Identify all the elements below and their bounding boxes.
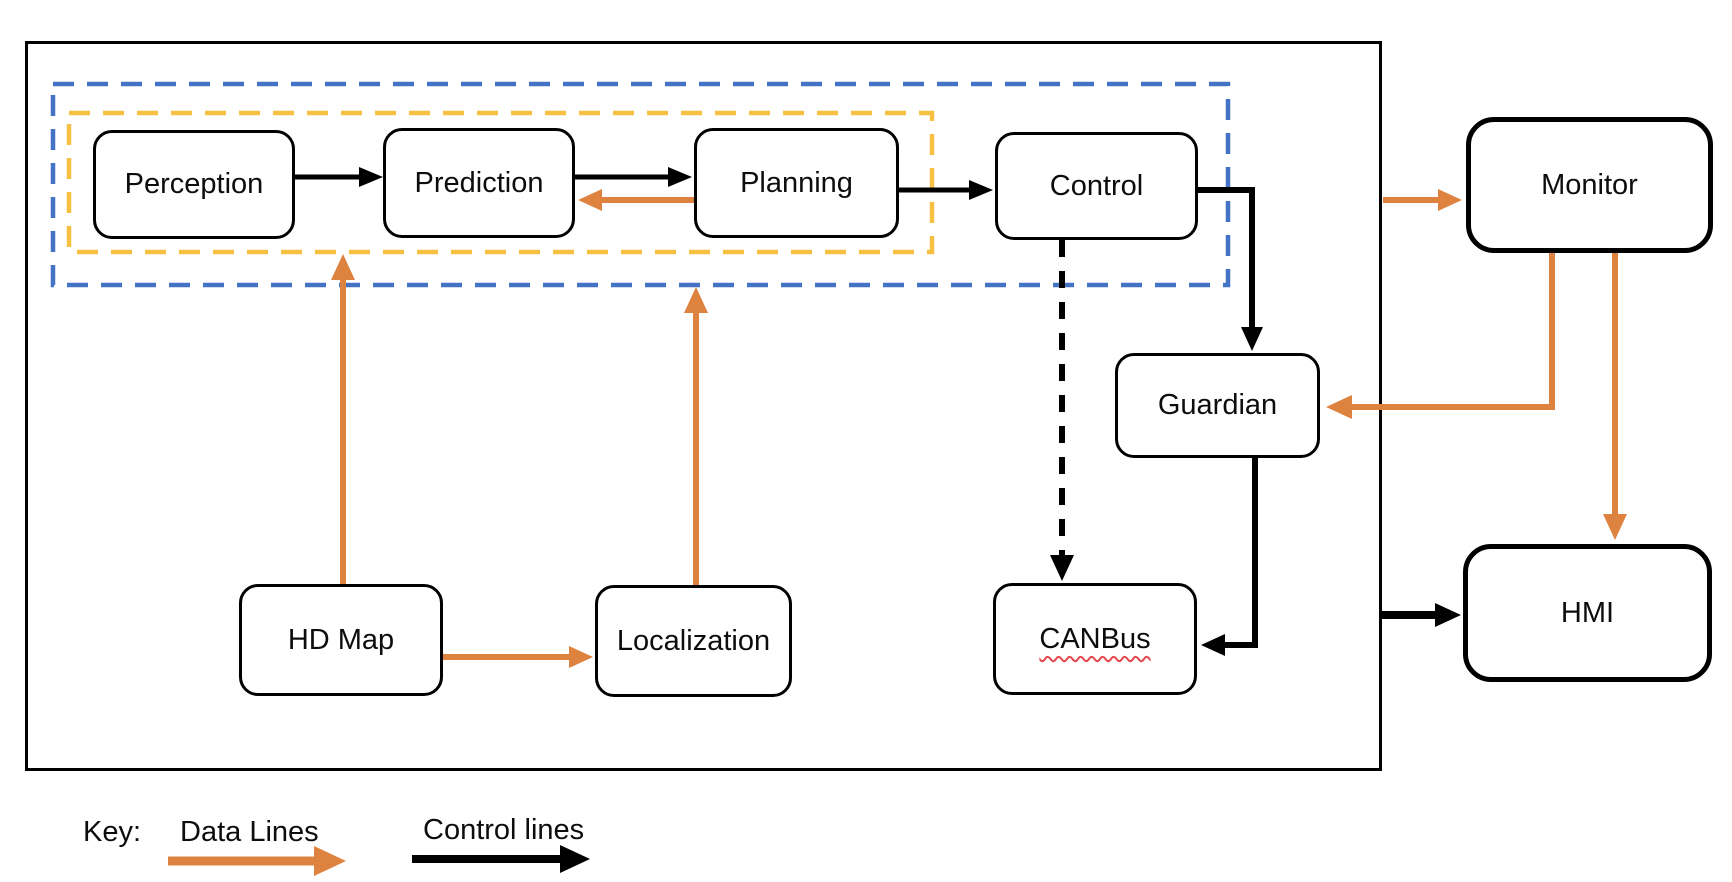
node-label-localization: Localization — [616, 624, 771, 657]
node-label-prediction: Prediction — [414, 166, 544, 199]
node-localization: Localization — [595, 585, 792, 697]
node-prediction: Prediction — [383, 128, 575, 238]
legend-arrow-control-lines — [412, 845, 590, 873]
node-label-hmi: HMI — [1560, 596, 1615, 629]
node-label-perception: Perception — [124, 168, 264, 200]
edge-system-to-hmi-arrowhead — [1435, 603, 1461, 627]
node-planning: Planning — [694, 128, 899, 238]
node-hdmap: HD Map — [239, 584, 443, 696]
node-monitor: Monitor — [1466, 117, 1713, 253]
node-label-guardian: Guardian — [1157, 389, 1278, 421]
edge-monitor-to-hmi-arrowhead — [1603, 514, 1627, 540]
edge-system-to-monitor — [1383, 189, 1462, 211]
legend-arrow-control-lines-arrowhead — [560, 845, 590, 873]
legend-label-data-lines: Data Lines — [180, 816, 319, 848]
edge-system-to-monitor-arrowhead — [1438, 189, 1462, 211]
node-label-monitor: Monitor — [1541, 168, 1638, 201]
edge-monitor-to-hmi — [1603, 253, 1627, 540]
node-label-control: Control — [1049, 169, 1144, 202]
node-label-canbus: CANBus — [1039, 622, 1151, 655]
legend-arrow-data-lines — [168, 846, 346, 876]
node-label-hdmap: HD Map — [287, 623, 395, 656]
node-control: Control — [995, 132, 1198, 240]
edge-system-to-hmi — [1382, 603, 1461, 627]
node-canbus: CANBus — [993, 583, 1197, 695]
legend-title: Key: — [83, 816, 142, 848]
node-perception: Perception — [93, 130, 295, 239]
node-guardian: Guardian — [1115, 353, 1320, 458]
node-hmi: HMI — [1463, 544, 1712, 682]
node-label-planning: Planning — [740, 166, 853, 199]
legend-label-control-lines: Control lines — [423, 814, 585, 846]
legend-arrow-data-lines-arrowhead — [314, 846, 346, 876]
